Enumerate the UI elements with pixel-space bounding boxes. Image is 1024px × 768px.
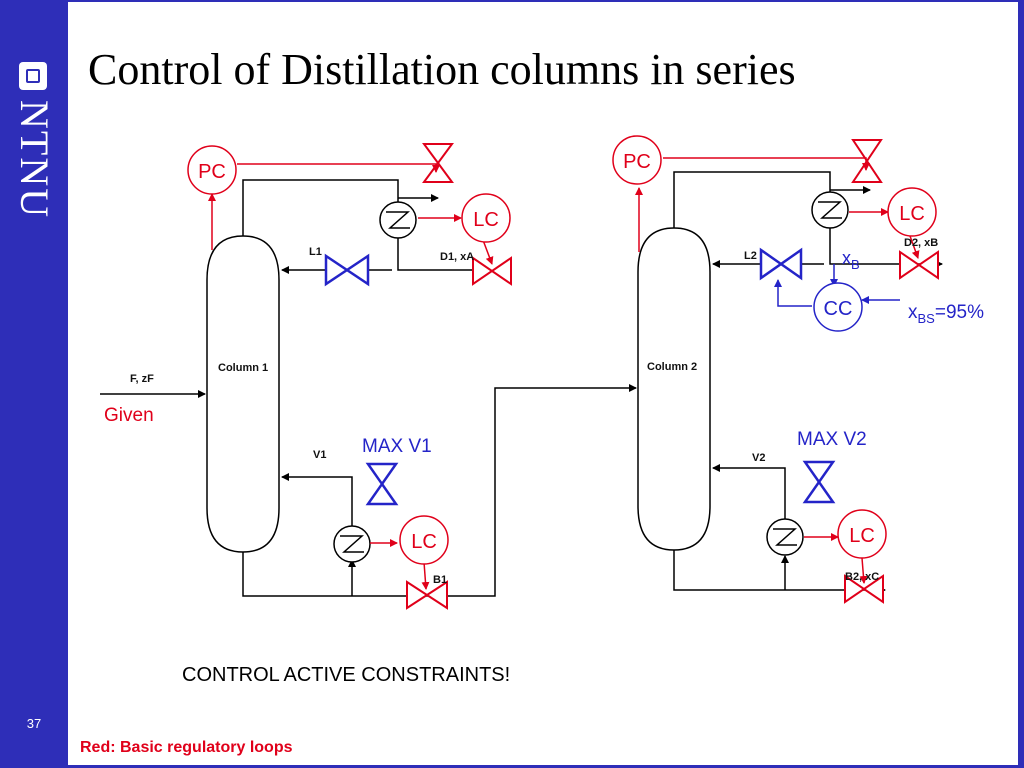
v1-label: V1 (313, 449, 326, 461)
condenser-1 (379, 201, 417, 239)
given-label: Given (104, 405, 154, 426)
l1-label: L1 (309, 246, 322, 258)
max-v1-label: MAX V1 (362, 436, 432, 457)
column-2-piping (673, 171, 943, 594)
d1-label: D1, xA (440, 251, 474, 263)
top-border (68, 0, 1024, 2)
lc-2-bottom-label: LC (849, 525, 875, 547)
lc-2-top-label: LC (899, 203, 925, 225)
right-border (1018, 0, 1024, 768)
valve-v2 (802, 460, 836, 504)
column-2: Column 2 (637, 227, 711, 551)
lc-1-bottom-controller: LC (399, 515, 449, 565)
supervisory-loop-cc (774, 264, 900, 307)
max-v2-label: MAX V2 (797, 429, 867, 450)
condenser-2 (811, 191, 849, 229)
lc-1-top-controller: LC (461, 193, 511, 243)
reboiler-1 (333, 525, 371, 563)
d2-label: D2, xB (904, 237, 938, 249)
sidebar: NTNU 37 (0, 0, 68, 768)
b2-label: B2, xC (845, 571, 879, 583)
regulatory-loops-2 (635, 157, 920, 584)
pc-1-controller: PC (187, 145, 237, 195)
lc-1-top-label: LC (473, 209, 499, 231)
valve-b2 (844, 574, 884, 604)
slide-number: 37 (26, 716, 42, 731)
bottom-border (68, 765, 1024, 768)
lc-2-bottom-controller: LC (837, 509, 887, 559)
column-1: Column 1 (206, 235, 280, 553)
v2-label: V2 (752, 452, 765, 464)
xbs-setpoint-label: xBS=95% (908, 302, 984, 326)
pc-2-label: PC (623, 151, 651, 173)
valve-v1 (365, 462, 399, 506)
reboiler-2 (766, 518, 804, 556)
column-2-label: Column 2 (647, 361, 697, 373)
valve-l2 (759, 247, 803, 281)
cc-controller: CC (813, 282, 863, 332)
valve-d2 (899, 250, 939, 280)
lc-1-bottom-label: LC (411, 531, 437, 553)
column-1-label: Column 1 (218, 362, 268, 374)
footer-note: Red: Basic regulatory loops (80, 739, 293, 756)
l2-label: L2 (744, 250, 757, 262)
valve-l1 (324, 253, 370, 287)
page-title: Control of Distillation columns in serie… (88, 45, 796, 94)
regulatory-loops-1 (208, 163, 494, 590)
valve-b1 (406, 580, 448, 610)
caption: CONTROL ACTIVE CONSTRAINTS! (182, 664, 511, 686)
ntnu-logo-icon (19, 62, 47, 90)
feed-label: F, zF (130, 373, 154, 385)
lc-2-top-controller: LC (887, 187, 937, 237)
valve-d1 (472, 256, 512, 286)
valve-pc2 (851, 139, 883, 183)
pc-1-label: PC (198, 161, 226, 183)
b1-label: B1 (433, 574, 447, 586)
xb-label: xB (842, 248, 860, 272)
cc-label: CC (824, 298, 853, 320)
brand-name: NTNU (12, 100, 57, 220)
pc-2-controller: PC (612, 135, 662, 185)
valve-pc1 (422, 143, 454, 183)
column-1-piping (100, 179, 637, 597)
